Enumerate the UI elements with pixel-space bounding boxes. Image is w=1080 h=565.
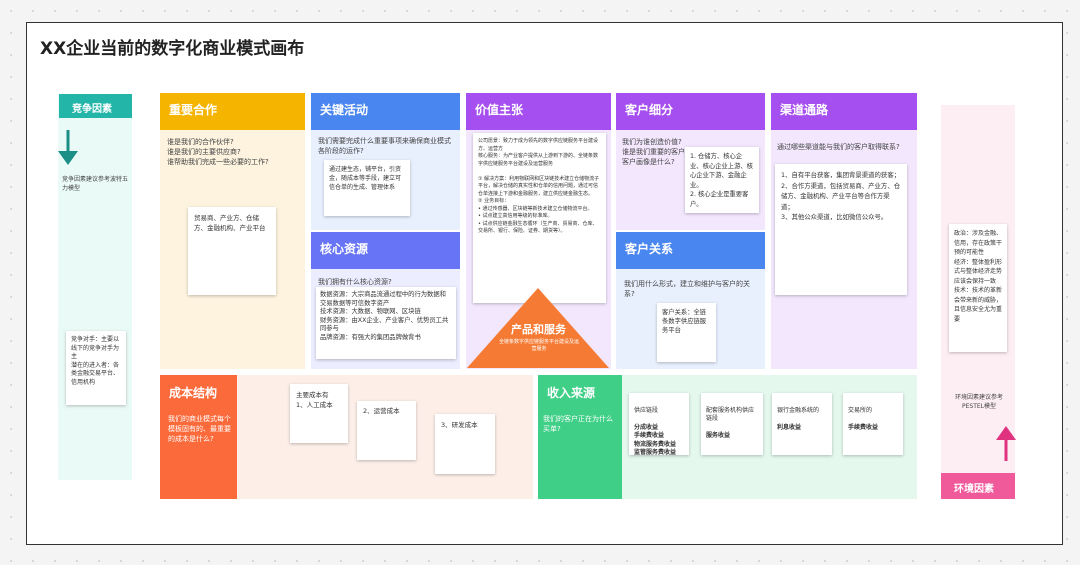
channels-header[interactable]: 渠道通路 <box>771 93 917 130</box>
revenue-note-4-head: 交易所的 <box>848 406 873 414</box>
value-proposition-note[interactable]: 公司愿景：致力于成为领先的数字供应链服务平台建设方、运营方 核心服务：为产业客户… <box>473 133 606 303</box>
key-activities-question: 我们需要完成什么重要事项来确保商业模式各阶段的运作? <box>318 137 451 155</box>
revenue-note-4-body: 手续费收益 <box>848 423 879 431</box>
key-partners-header[interactable]: 重要合作 <box>160 93 305 130</box>
revenue-title[interactable]: 收入来源 <box>547 386 596 400</box>
environment-label[interactable]: 环境因素 <box>941 473 1015 499</box>
products-services-title: 产品和服务 <box>511 323 566 336</box>
cost-title[interactable]: 成本结构 <box>169 386 218 400</box>
relationships-question: 我们用什么形式，建立和维护与客户的关系? <box>624 280 750 298</box>
competition-note[interactable]: 竞争对手：主要以线下的竞争对手为主 潜在的进入者：各类金融交易平台、信用机构 <box>66 331 126 405</box>
cost-note-3[interactable]: 3、研发成本 <box>435 414 495 474</box>
page-title: XX企业当前的数字化商业模式画布 <box>40 39 305 59</box>
products-services-subtitle: 全链条数字供应链服务平台建设及运营服务 <box>498 339 579 352</box>
competition-label[interactable]: 竞争因素 <box>59 94 132 118</box>
key-resources-note[interactable]: 数据资源：大宗商品流通过程中的行为数据和交易数据等可信数字资产 技术资源：大数据… <box>316 287 456 359</box>
revenue-note-3-head: 银行金融系统的 <box>777 406 820 414</box>
revenue-note-3[interactable]: 银行金融系统的 利息收益 <box>772 393 832 455</box>
revenue-header-block <box>538 375 622 499</box>
key-activities-note[interactable]: 通过建生态，铺平台，引资金，随成本等手段，建立可信仓单的生成、管理体系 <box>324 160 410 216</box>
environment-hint: 环境因素建议参考PESTEL模型 <box>954 394 1003 410</box>
cost-note-2[interactable]: 2、运营成本 <box>357 401 416 460</box>
revenue-note-2-body: 服务收益 <box>706 432 731 439</box>
revenue-question: 我们的客户正在为什么买单? <box>543 415 613 433</box>
revenue-note-3-body: 利息收益 <box>777 423 802 431</box>
key-resources-question: 我们拥有什么核心资源? <box>318 278 392 286</box>
environment-note[interactable]: 政治：涉及金融、信用，存在政策干预的可能性 经济：整体盈利形式与整体经济走势应该… <box>949 224 1007 352</box>
cost-question: 我们的商业模式每个模板固有的、最重要的成本是什么? <box>168 415 231 443</box>
segments-question: 我们为谁创造价值? 谁是我们重要的客户? 客户画像是什么? <box>622 138 689 166</box>
arrow-down-icon <box>58 130 78 165</box>
channels-question: 通过哪些渠道能与我们的客户取得联系? <box>777 143 900 151</box>
key-partners-note[interactable]: 贸易商、产业方、仓储方、金融机构、产业平台 <box>188 207 276 295</box>
cost-note-1[interactable]: 主要成本有 1、人工成本 <box>290 384 348 443</box>
relationships-note[interactable]: 客户关系：全链条数字供应链服务平台 <box>657 303 716 362</box>
revenue-note-1[interactable]: 供应链段 分成收益 手续费收益 物流服务费收益 监管服务费收益 <box>629 393 689 457</box>
revenue-note-2-head: 配套服务机构供应链段 <box>706 406 755 423</box>
segments-note[interactable]: 1. 仓储方、核心企业、核心企业上游、核心企业下游、金融企业。 2. 核心企业是… <box>685 147 759 213</box>
key-partners-question: 谁是我们的合作伙伴? 谁是我们的主要供应商? 谁帮助我们完成一些必要的工作? <box>167 138 269 166</box>
segments-header[interactable]: 客户细分 <box>616 93 765 130</box>
relationships-header[interactable]: 客户关系 <box>616 232 765 269</box>
products-services-triangle <box>467 288 609 368</box>
revenue-note-1-body: 分成收益 手续费收益 物流服务费收益 监管服务费收益 <box>634 423 677 457</box>
revenue-note-1-head: 供应链段 <box>634 406 659 414</box>
channels-note[interactable]: 1、自有平台获客，集团背景渠道的获客； 2、合作方渠道，包括贸易商、产业方、仓储… <box>775 164 907 295</box>
key-activities-header[interactable]: 关键活动 <box>311 93 460 130</box>
arrow-up-icon <box>996 426 1016 461</box>
cost-header-block <box>160 375 237 499</box>
key-resources-header[interactable]: 核心资源 <box>311 232 460 269</box>
revenue-note-2[interactable]: 配套服务机构供应链段 服务收益 <box>701 393 763 455</box>
competition-hint: 竞争因素建议参考波特五力模型 <box>62 176 129 192</box>
revenue-note-4[interactable]: 交易所的 手续费收益 <box>843 393 903 455</box>
value-proposition-header[interactable]: 价值主张 <box>466 93 611 130</box>
